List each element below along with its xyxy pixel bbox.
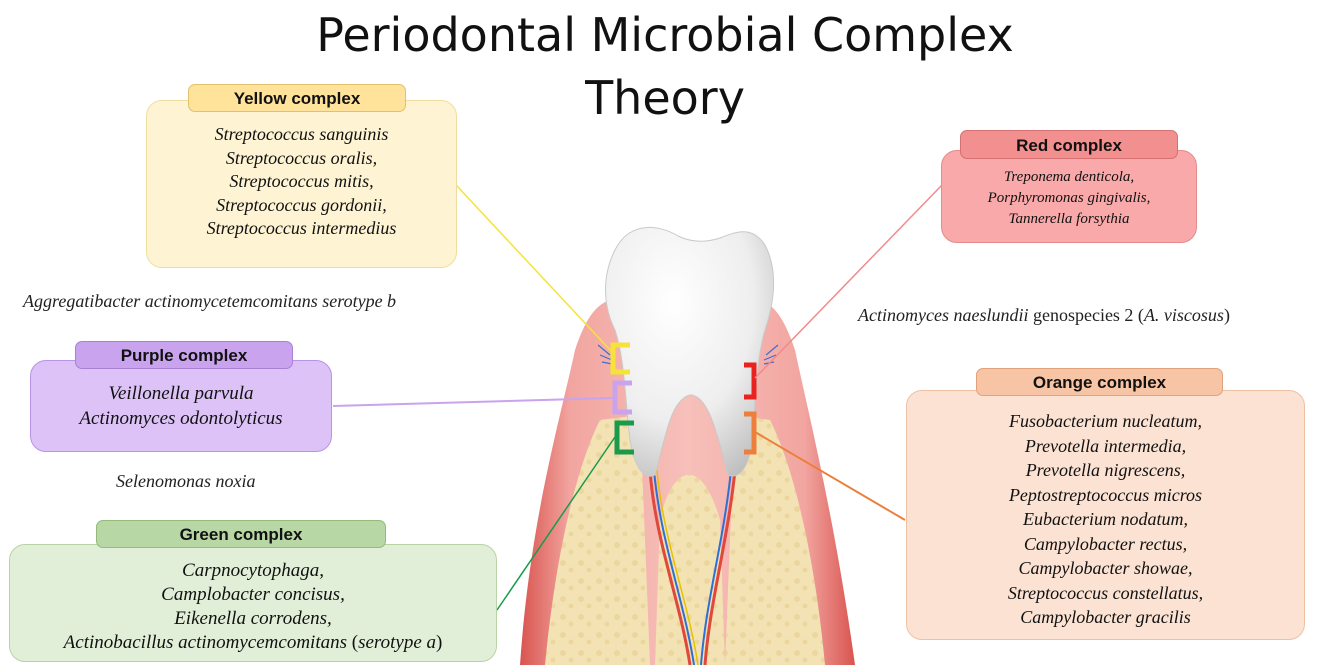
species-item: Streptococcus intermedius: [147, 217, 456, 241]
actinomyces-species: Actinomyces naeslundii: [858, 305, 1028, 325]
yellow-species-list: Streptococcus sanguinis Streptococcus or…: [147, 123, 456, 241]
red-species-list: Treponema denticola, Porphyromonas gingi…: [942, 167, 1196, 230]
species-item: Carpnocytophaga,: [10, 559, 496, 583]
species-item: Campylobacter rectus,: [907, 532, 1304, 557]
green-complex-label: Green complex: [96, 520, 386, 548]
species-item: Streptococcus gordonii,: [147, 194, 456, 218]
species-item: Eikenella corrodens,: [10, 607, 496, 631]
red-complex-box: Treponema denticola, Porphyromonas gingi…: [941, 150, 1197, 243]
species-item: Veillonella parvula: [31, 381, 331, 406]
species-item: Treponema denticola,: [942, 167, 1196, 188]
species-name: Actinobacillus actinomycemcomitans: [64, 632, 347, 653]
species-item: Eubacterium nodatum,: [907, 507, 1304, 532]
serotype: serotype a: [358, 632, 436, 653]
species-item: Peptostreptococcus micros: [907, 483, 1304, 508]
species-item: Tannerella forsythia: [942, 209, 1196, 230]
species-item: Actinomyces odontolyticus: [31, 406, 331, 431]
species-item: Streptococcus mitis,: [147, 170, 456, 194]
species-item: Prevotella intermedia,: [907, 434, 1304, 459]
green-complex-box: Carpnocytophaga, Camplobacter concisus, …: [9, 544, 497, 662]
actinomyces-genospecies: genospecies 2 (: [1028, 305, 1143, 325]
red-complex-label: Red complex: [960, 130, 1178, 159]
purple-complex-label: Purple complex: [75, 341, 293, 369]
paren-close: ): [436, 632, 442, 653]
actinomyces-abbr: A. viscosus: [1144, 305, 1224, 325]
species-item: Streptococcus oralis,: [147, 147, 456, 171]
species-item: Streptococcus sanguinis: [147, 123, 456, 147]
purple-species-list: Veillonella parvula Actinomyces odontoly…: [31, 381, 331, 431]
green-species-list: Carpnocytophaga, Camplobacter concisus, …: [10, 559, 496, 655]
species-item: Prevotella nigrescens,: [907, 458, 1304, 483]
species-item: Campylobacter gracilis: [907, 605, 1304, 630]
actinomyces-naeslundii-text: Actinomyces naeslundii genospecies 2 (A.…: [858, 305, 1230, 326]
yellow-connector: [456, 185, 612, 352]
orange-complex-label: Orange complex: [976, 368, 1223, 396]
orange-complex-box: Fusobacterium nucleatum, Prevotella inte…: [906, 390, 1305, 640]
orange-species-list: Fusobacterium nucleatum, Prevotella inte…: [907, 409, 1304, 630]
species-item: Porphyromonas gingivalis,: [942, 188, 1196, 209]
aggregatibacter-text: Aggregatibacter actinomycetemcomitans se…: [23, 291, 396, 312]
selenomonas-text: Selenomonas noxia: [116, 471, 255, 492]
paren-open: (: [347, 632, 358, 653]
species-item: Camplobacter concisus,: [10, 583, 496, 607]
yellow-complex-label: Yellow complex: [188, 84, 406, 112]
species-item: Streptococcus constellatus,: [907, 581, 1304, 606]
yellow-complex-box: Streptococcus sanguinis Streptococcus or…: [146, 100, 457, 268]
title-line-1: Periodontal Microbial Complex: [0, 6, 1330, 64]
species-item: Actinobacillus actinomycemcomitans (sero…: [10, 631, 496, 655]
red-connector: [755, 185, 942, 378]
species-item: Fusobacterium nucleatum,: [907, 409, 1304, 434]
purple-complex-box: Veillonella parvula Actinomyces odontoly…: [30, 360, 332, 452]
actinomyces-close-paren: ): [1224, 305, 1230, 325]
species-item: Campylobacter showae,: [907, 556, 1304, 581]
